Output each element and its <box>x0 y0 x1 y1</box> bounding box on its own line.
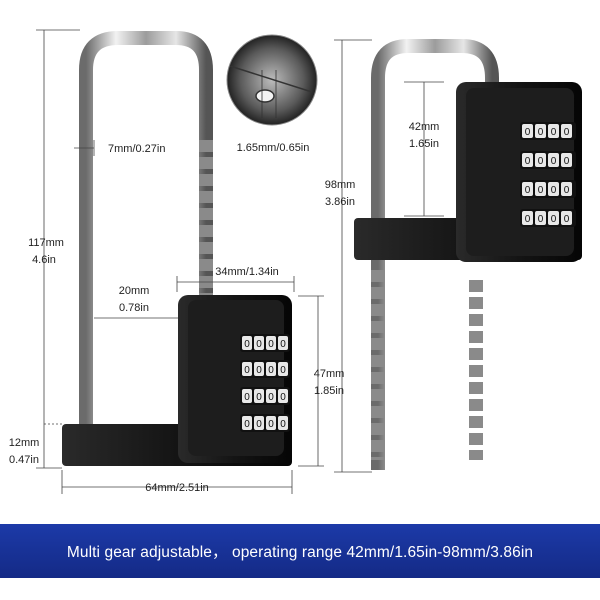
gap-width-mm: 20mm <box>119 285 150 297</box>
dial-digit: 0 <box>256 365 262 376</box>
banner-text: Multi gear adjustable， operating range 4… <box>66 544 534 561</box>
min-range-in: 1.65in <box>409 138 439 150</box>
dial-digit: 0 <box>564 127 570 138</box>
dial-digit: 0 <box>244 392 250 403</box>
dial-digit: 0 <box>525 214 531 225</box>
left-shackle <box>79 31 213 430</box>
dial-digit: 0 <box>551 127 557 138</box>
right-lock-face <box>466 88 574 256</box>
right-lock: 0 0 0 0 0 0 0 0 0 0 0 0 0 0 <box>354 39 582 470</box>
dial-digit: 0 <box>280 419 286 430</box>
dial-digit: 0 <box>268 339 274 350</box>
base-height-mm: 12mm <box>9 437 40 449</box>
min-range-mm: 42mm <box>409 121 440 133</box>
body-height-mm: 47mm <box>314 368 345 380</box>
dial-digit: 0 <box>525 127 531 138</box>
dial-digit: 0 <box>280 392 286 403</box>
dial-digit: 0 <box>280 339 286 350</box>
pin-zoom-detail <box>226 34 318 126</box>
gap-width-in: 0.78in <box>119 302 149 314</box>
dial-digit: 0 <box>525 156 531 167</box>
dial-digit: 0 <box>256 392 262 403</box>
max-range-in: 3.86in <box>325 196 355 208</box>
total-height-in: 4.6in <box>32 254 56 266</box>
right-dimension-lines <box>334 39 444 473</box>
dial-digit: 0 <box>551 214 557 225</box>
dial-digit: 0 <box>538 156 544 167</box>
dial-digit: 0 <box>564 185 570 196</box>
right-shackle <box>371 39 499 470</box>
dial-digit: 0 <box>280 365 286 376</box>
dial-digit: 0 <box>538 214 544 225</box>
dial-digit: 0 <box>256 339 262 350</box>
dial-digit: 0 <box>244 365 250 376</box>
body-height-in: 1.85in <box>314 385 344 397</box>
left-combination-dials: 0 0 0 0 0 0 0 0 0 0 0 0 0 0 <box>240 334 290 432</box>
dial-digit: 0 <box>244 339 250 350</box>
total-height-mm: 117mm <box>28 237 64 249</box>
shackle-diameter: 7mm/0.27in <box>108 143 165 155</box>
left-lock: 0 0 0 0 0 0 0 0 0 0 0 0 0 0 <box>62 31 292 466</box>
dial-digit: 0 <box>564 214 570 225</box>
info-banner: Multi gear adjustable， operating range 4… <box>0 524 600 578</box>
dial-digit: 0 <box>564 156 570 167</box>
dial-digit: 0 <box>538 185 544 196</box>
max-range-mm: 98mm <box>325 179 356 191</box>
dial-digit: 0 <box>538 127 544 138</box>
dial-digit: 0 <box>244 419 250 430</box>
dial-digit: 0 <box>256 419 262 430</box>
dial-digit: 0 <box>551 156 557 167</box>
body-width: 34mm/1.34in <box>215 266 279 278</box>
dial-digit: 0 <box>268 365 274 376</box>
left-dimension-lines <box>36 29 324 494</box>
pin-diameter: 1.65mm/0.65in <box>237 142 310 154</box>
overall-width: 64mm/2.51in <box>145 482 209 494</box>
base-height-in: 0.47in <box>9 454 39 466</box>
dial-digit: 0 <box>525 185 531 196</box>
dial-digit: 0 <box>268 419 274 430</box>
dial-digit: 0 <box>268 392 274 403</box>
dial-digit: 0 <box>551 185 557 196</box>
right-combination-dials: 0 0 0 0 0 0 0 0 0 0 0 0 0 0 <box>520 122 576 227</box>
